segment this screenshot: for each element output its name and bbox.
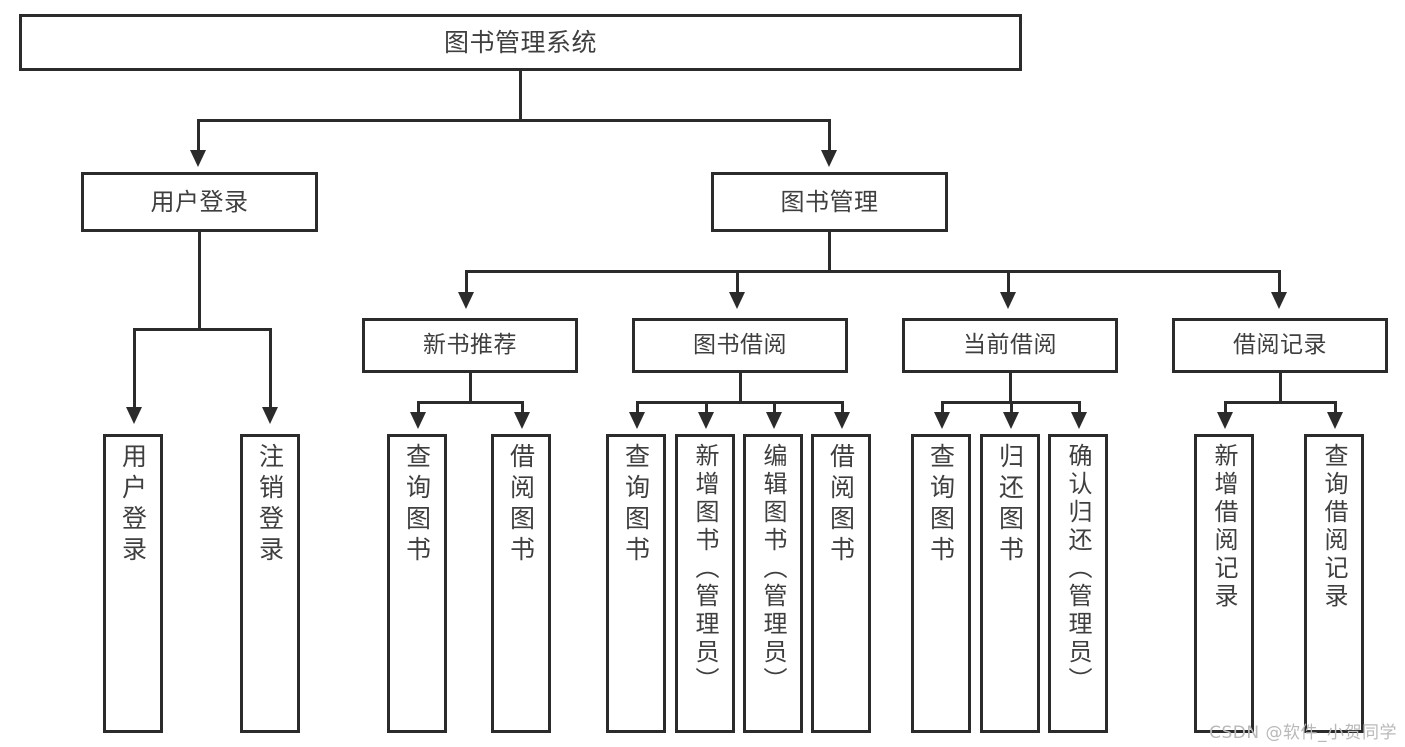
leaf-query-book-current[interactable]: 查询图书 — [911, 434, 971, 733]
connector-book-mgmt-drop-1 — [465, 270, 468, 294]
arrow-head-icon — [1271, 292, 1287, 309]
connector-current-borrow-drop-1 — [941, 401, 944, 414]
connector-book-borrow-drop-1 — [636, 401, 639, 414]
connector-borrow-record-drop-1 — [1224, 401, 1227, 414]
leaf-borrow-book[interactable]: 借阅图书 — [811, 434, 871, 733]
node-label: 新增图书（管理员） — [691, 443, 719, 695]
node-label: 编辑图书（管理员） — [759, 443, 787, 695]
leaf-return-book[interactable]: 归还图书 — [980, 434, 1040, 733]
node-label: 用户登录 — [150, 187, 249, 216]
arrow-head-icon — [766, 412, 782, 429]
node-label: 查询图书 — [402, 443, 432, 567]
connector-book-mgmt-bus — [465, 270, 1281, 273]
arrow-head-icon — [1217, 412, 1233, 429]
connector-current-borrow-drop-3 — [1078, 401, 1081, 414]
arrow-head-icon — [1000, 292, 1016, 309]
connector-book-borrow-bus — [636, 401, 844, 404]
connector-root-bus — [197, 119, 831, 122]
connector-current-borrow-stem — [1009, 373, 1012, 401]
arrow-head-icon — [629, 412, 645, 429]
arrow-head-icon — [262, 407, 278, 424]
leaf-query-book-borrow[interactable]: 查询图书 — [606, 434, 666, 733]
connector-user-login-drop-2 — [269, 328, 272, 409]
leaf-edit-book-admin[interactable]: 编辑图书（管理员） — [743, 434, 803, 733]
node-label: 借阅图书 — [506, 443, 536, 567]
connector-borrow-record-stem — [1279, 373, 1282, 401]
node-label: 图书管理系统 — [443, 27, 597, 57]
arrow-head-icon — [698, 412, 714, 429]
connector-book-mgmt-drop-4 — [1278, 270, 1281, 294]
arrow-head-icon — [1071, 412, 1087, 429]
connector-new-book-stem — [469, 373, 472, 401]
node-label: 借阅记录 — [1233, 331, 1327, 358]
arrow-head-icon — [126, 407, 142, 424]
connector-book-borrow-drop-3 — [773, 401, 776, 414]
arrow-head-icon — [821, 150, 837, 167]
node-label: 用户登录 — [118, 443, 148, 567]
arrow-head-icon — [834, 412, 850, 429]
leaf-borrow-book-recommend[interactable]: 借阅图书 — [491, 434, 551, 733]
node-label: 注销登录 — [255, 443, 285, 567]
arrow-head-icon — [1327, 412, 1343, 429]
arrow-head-icon — [410, 412, 426, 429]
connector-root-drop-2 — [828, 119, 831, 152]
node-book-management[interactable]: 图书管理 — [711, 172, 948, 232]
arrow-head-icon — [514, 412, 530, 429]
leaf-confirm-return-admin[interactable]: 确认归还（管理员） — [1048, 434, 1108, 733]
node-current-borrow[interactable]: 当前借阅 — [902, 318, 1118, 373]
node-label: 图书借阅 — [693, 331, 787, 358]
arrow-head-icon — [1003, 412, 1019, 429]
connector-new-book-bus — [417, 401, 524, 404]
arrow-head-icon — [934, 412, 950, 429]
connector-book-borrow-drop-2 — [705, 401, 708, 414]
leaf-add-borrow-record[interactable]: 新增借阅记录 — [1194, 434, 1254, 733]
leaf-user-login[interactable]: 用户登录 — [103, 434, 163, 733]
leaf-query-book-recommend[interactable]: 查询图书 — [387, 434, 447, 733]
node-label: 确认归还（管理员） — [1064, 443, 1092, 695]
arrow-head-icon — [458, 292, 474, 309]
connector-new-book-drop-1 — [417, 401, 420, 414]
leaf-add-book-admin[interactable]: 新增图书（管理员） — [675, 434, 735, 733]
leaf-query-borrow-record[interactable]: 查询借阅记录 — [1304, 434, 1364, 733]
connector-borrow-record-bus — [1224, 401, 1337, 404]
connector-book-mgmt-drop-2 — [736, 270, 739, 294]
connector-borrow-record-drop-2 — [1334, 401, 1337, 414]
connector-book-mgmt-stem — [828, 232, 831, 270]
connector-book-borrow-stem — [739, 373, 742, 401]
connector-user-login-drop-1 — [133, 328, 136, 409]
connector-user-login-stem — [198, 232, 201, 328]
connector-user-login-bus — [133, 328, 272, 331]
node-label: 查询图书 — [926, 443, 956, 567]
node-borrow-record[interactable]: 借阅记录 — [1172, 318, 1388, 373]
node-label: 新书推荐 — [423, 331, 517, 358]
connector-root-drop-1 — [197, 119, 200, 152]
connector-new-book-drop-2 — [521, 401, 524, 414]
node-new-book-recommend[interactable]: 新书推荐 — [362, 318, 578, 373]
node-label: 查询图书 — [621, 443, 651, 567]
leaf-logout[interactable]: 注销登录 — [240, 434, 300, 733]
node-root-book-management-system[interactable]: 图书管理系统 — [19, 14, 1022, 71]
node-label: 查询借阅记录 — [1320, 443, 1348, 611]
arrow-head-icon — [190, 150, 206, 167]
node-label: 新增借阅记录 — [1210, 443, 1238, 611]
connector-current-borrow-drop-2 — [1010, 401, 1013, 414]
node-book-borrow[interactable]: 图书借阅 — [632, 318, 848, 373]
arrow-head-icon — [729, 292, 745, 309]
connector-book-mgmt-drop-3 — [1007, 270, 1010, 294]
connector-root-stem — [519, 71, 522, 119]
node-user-login[interactable]: 用户登录 — [81, 172, 318, 232]
node-label: 当前借阅 — [963, 331, 1057, 358]
node-label: 图书管理 — [780, 187, 879, 216]
node-label: 借阅图书 — [826, 443, 856, 567]
node-label: 归还图书 — [995, 443, 1025, 567]
connector-book-borrow-drop-4 — [841, 401, 844, 414]
